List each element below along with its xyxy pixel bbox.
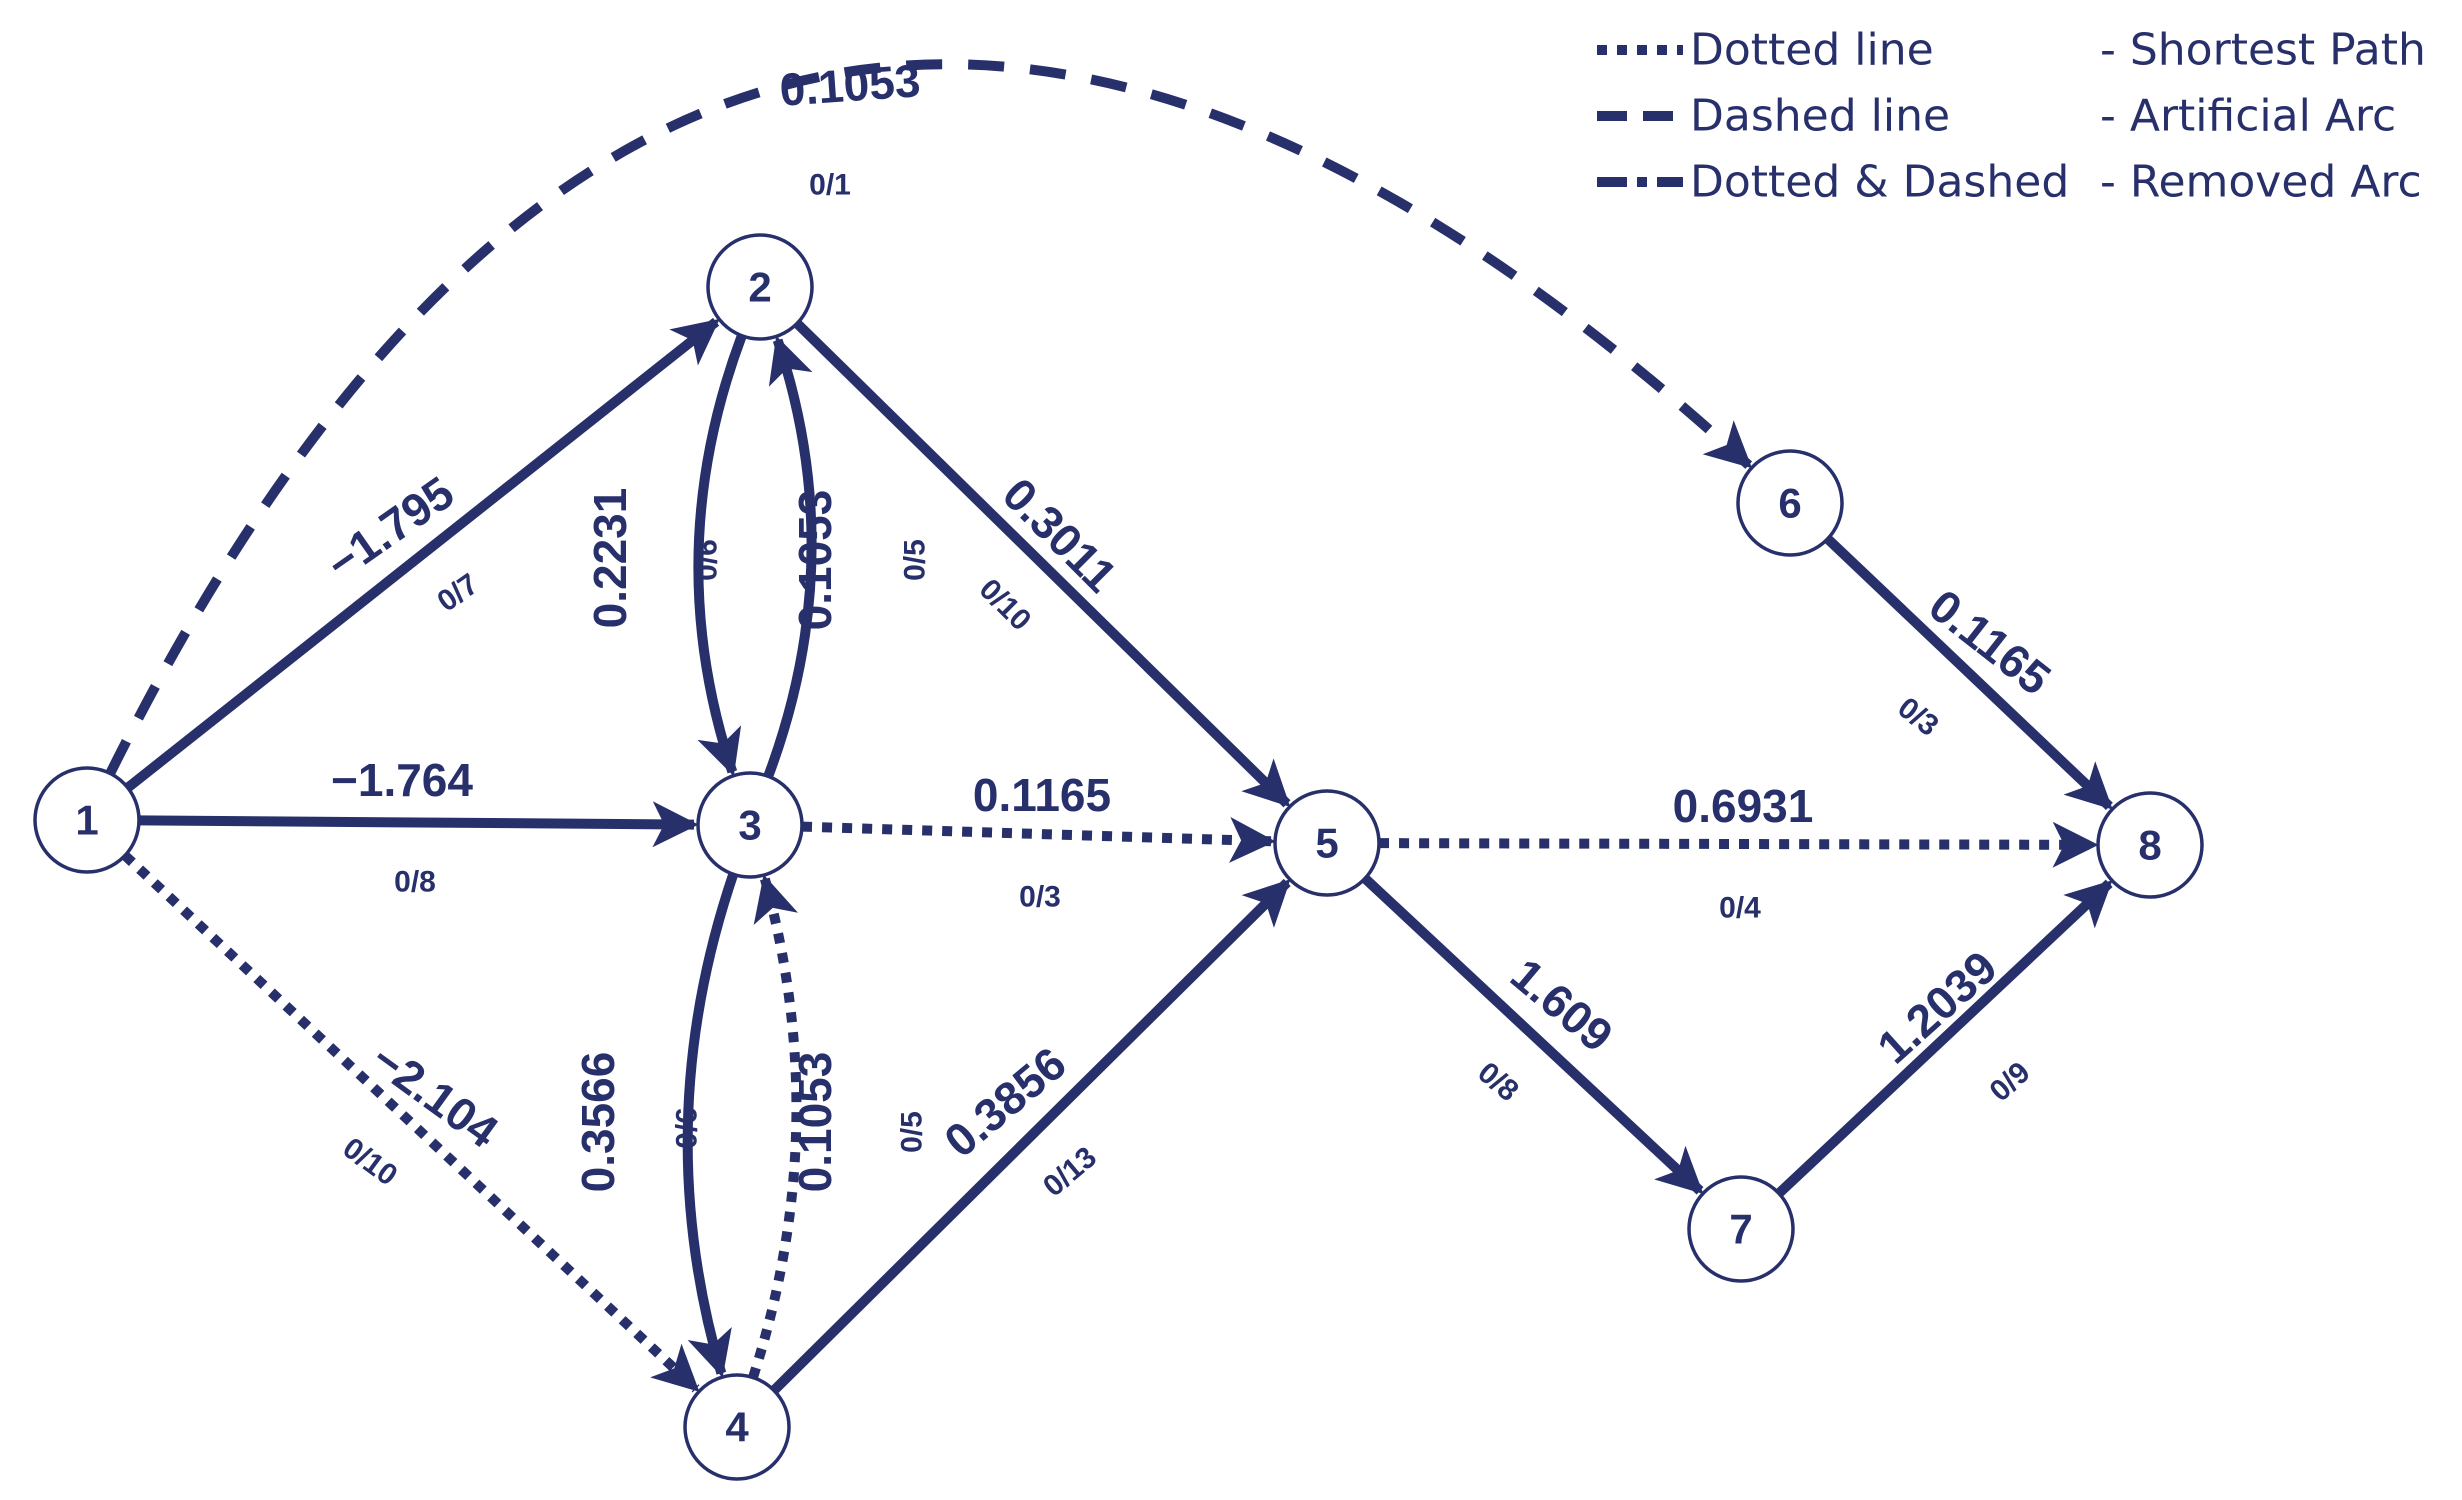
edge-weight-3-2: 0.1053 xyxy=(789,490,841,631)
node-8: 8 xyxy=(2096,791,2204,899)
edges xyxy=(105,59,2113,1394)
edge-weight-7-8: 1.2039 xyxy=(1867,941,2006,1074)
node-2-circle xyxy=(706,233,814,341)
edge-weight-1-2: −1.795 xyxy=(317,466,463,590)
edge-weight-5-7: 1.609 xyxy=(1501,948,1623,1062)
edge-weight-3-5: 0.1165 xyxy=(973,769,1111,821)
edge-flow-4-3: 0/5 xyxy=(896,1111,929,1153)
node-5: 5 xyxy=(1273,789,1381,897)
node-6: 6 xyxy=(1736,449,1844,557)
edge-1-to-2 xyxy=(124,317,720,792)
node-1-label: 1 xyxy=(75,797,98,844)
edge-flow-3-2: 0/5 xyxy=(899,539,932,581)
node-7-circle xyxy=(1687,1175,1795,1283)
edge-flow-2-3: 0/6 xyxy=(691,539,724,581)
edge-5-to-8 xyxy=(1378,821,2099,868)
edge-2-to-5 xyxy=(793,319,1291,808)
legend-item-dashdot: Dotted & Dashed - Removed Arc xyxy=(1597,157,2422,208)
node-7-label: 7 xyxy=(1729,1206,1752,1253)
legend-text-dashdot: Dotted & Dashed xyxy=(1690,157,2069,208)
legend-meaning-dashed: - Artificial Arc xyxy=(2100,91,2396,142)
edge-weight-4-3: 0.1053 xyxy=(789,1052,841,1193)
edge-weight-1-6: 0.1053 xyxy=(778,54,922,116)
edge-3-to-5 xyxy=(801,816,1276,863)
edge-flow-1-3: 0/8 xyxy=(394,866,436,899)
node-8-label: 8 xyxy=(2138,822,2161,869)
edge-flow-2-5: 0/10 xyxy=(973,573,1038,638)
edge-2-to-3 xyxy=(693,333,747,777)
edge-3-to-2 xyxy=(763,335,817,779)
node-5-label: 5 xyxy=(1315,820,1338,867)
node-2-label: 2 xyxy=(748,264,771,311)
edge-flow-1-2: 0/7 xyxy=(431,568,484,619)
edge-1-to-6 xyxy=(105,59,1753,776)
node-5-circle xyxy=(1273,789,1381,897)
edge-5-to-7 xyxy=(1361,874,1704,1195)
edge-7-to-8 xyxy=(1775,879,2113,1198)
edge-flow-5-7: 0/8 xyxy=(1471,1056,1524,1108)
edge-weight-4-5: 0.3856 xyxy=(934,1037,1075,1167)
node-6-circle xyxy=(1736,449,1844,557)
edge-flow-6-8: 0/3 xyxy=(1891,691,1944,743)
edge-3-to-4 xyxy=(682,872,739,1378)
node-7: 7 xyxy=(1687,1175,1795,1283)
edge-flow-3-5: 0/3 xyxy=(1019,881,1061,914)
legend-meaning-dashdot: - Removed Arc xyxy=(2100,157,2422,208)
legend-item-dotted: Dotted line - Shortest Path xyxy=(1597,25,2426,76)
node-1-circle xyxy=(33,766,141,874)
node-2: 2 xyxy=(706,233,814,341)
edge-weight-5-8: 0.6931 xyxy=(1673,780,1814,832)
edge-flow-1-6: 0/1 xyxy=(809,169,851,202)
node-4-circle xyxy=(683,1373,791,1481)
edge-flow-5-8: 0/4 xyxy=(1719,892,1761,925)
edge-1-to-3 xyxy=(138,801,699,848)
edge-flow-1-4: 0/10 xyxy=(337,1131,404,1192)
node-3: 3 xyxy=(696,771,804,879)
legend-meaning-dotted: - Shortest Path xyxy=(2100,25,2426,76)
edge-labels: 0.10530/1−1.7950/7−1.7640/8−2.1040/100.2… xyxy=(317,54,2061,1203)
node-1: 1 xyxy=(33,766,141,874)
edge-4-to-5 xyxy=(770,878,1291,1394)
edge-weight-3-4: 0.3566 xyxy=(572,1052,624,1193)
edge-flow-4-5: 0/13 xyxy=(1037,1141,1103,1204)
edge-flow-7-8: 0/9 xyxy=(1983,1056,2036,1108)
edge-weight-1-3: −1.764 xyxy=(331,754,473,806)
node-3-label: 3 xyxy=(738,802,761,849)
edge-6-to-8 xyxy=(1824,535,2113,811)
node-6-label: 6 xyxy=(1778,480,1801,527)
edge-weight-2-3: 0.2231 xyxy=(584,488,636,629)
node-3-circle xyxy=(696,771,804,879)
legend-text-dashed: Dashed line xyxy=(1690,91,1950,142)
node-4-label: 4 xyxy=(725,1404,749,1451)
node-4: 4 xyxy=(683,1373,791,1481)
legend-item-dashed: Dashed line - Artificial Arc xyxy=(1597,91,2396,142)
legend-text-dotted: Dotted line xyxy=(1690,25,1934,76)
nodes: 1 2 3 4 5 6 7 8 xyxy=(33,233,2204,1481)
edge-flow-3-4: 0/6 xyxy=(671,1107,704,1149)
node-8-circle xyxy=(2096,791,2204,899)
